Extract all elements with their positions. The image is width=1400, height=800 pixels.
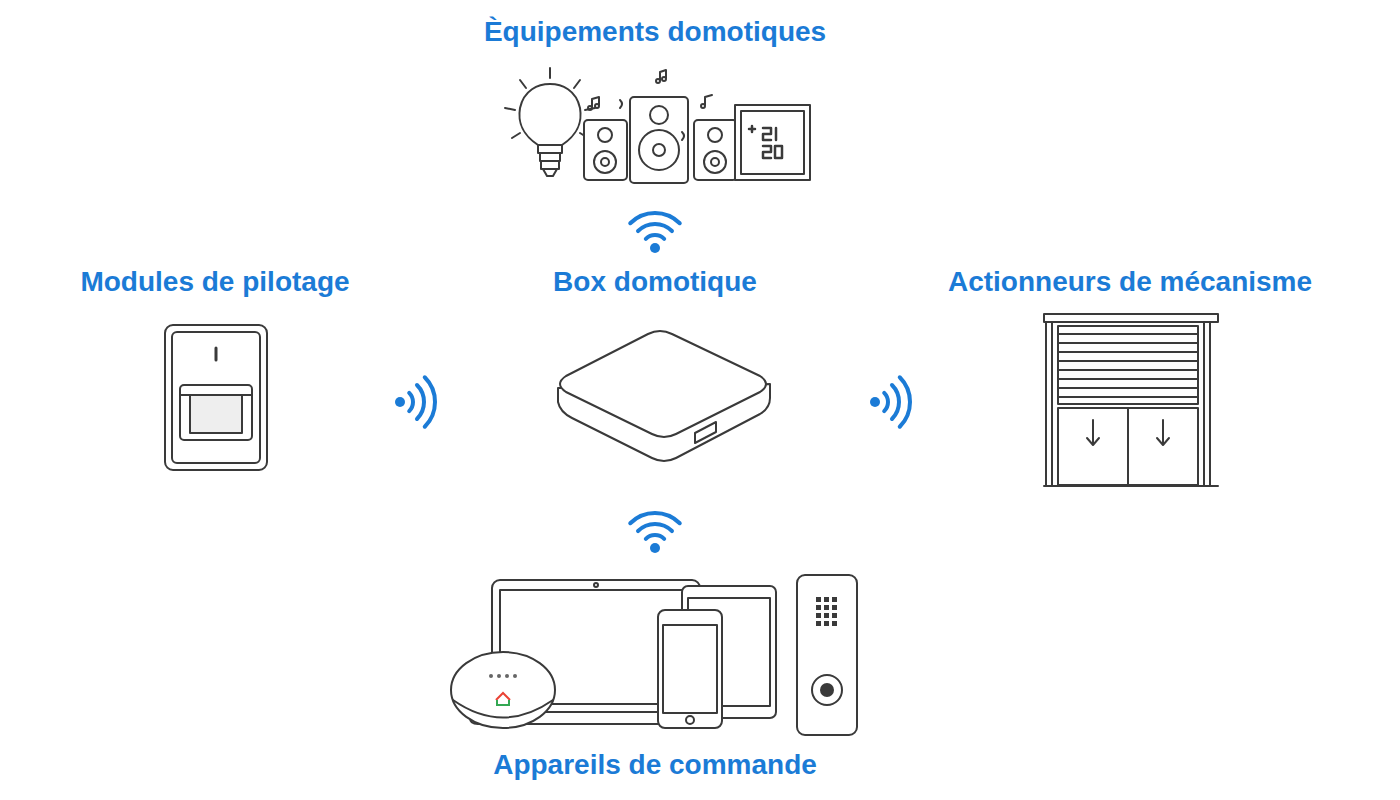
signal-icon xyxy=(630,213,679,253)
signal-arc xyxy=(638,524,672,531)
signal-arc xyxy=(630,513,679,523)
shutter-slat xyxy=(1058,333,1198,335)
signal-icon xyxy=(870,377,910,426)
shutter-slat xyxy=(1058,378,1198,380)
signal-arc xyxy=(630,213,679,223)
signal-arc xyxy=(884,393,888,411)
keypad-key xyxy=(824,621,829,626)
shutter-slat xyxy=(1058,396,1198,398)
signal-icon xyxy=(630,513,679,553)
keypad-key xyxy=(816,613,821,618)
keypad-key xyxy=(832,621,837,626)
signal-dot xyxy=(395,397,405,407)
keypad-key xyxy=(832,597,837,602)
shutter-slat xyxy=(1058,387,1198,389)
signal-arc xyxy=(892,385,899,419)
group-heading: Box domotique xyxy=(553,265,757,299)
group-heading: Appareils de commande xyxy=(493,748,817,782)
signal-dot xyxy=(870,397,880,407)
shutter-slat xyxy=(1058,351,1198,353)
keypad-key xyxy=(816,605,821,610)
motion-sensor xyxy=(165,325,267,470)
control-devices xyxy=(451,575,857,735)
home-hub xyxy=(558,331,770,461)
signal-arc xyxy=(638,224,672,231)
speakers xyxy=(584,70,737,183)
device-group: Appareils de commande xyxy=(440,565,870,790)
signal-arc xyxy=(646,535,664,539)
device-group: Box domotique xyxy=(530,265,780,480)
keypad-key xyxy=(824,605,829,610)
keypad-key xyxy=(816,621,821,626)
keypad-key xyxy=(816,597,821,602)
keypad-key xyxy=(832,613,837,618)
signal-dot xyxy=(650,243,660,253)
group-heading: Èquipements domotiques xyxy=(484,15,826,49)
shutter-slat xyxy=(1058,342,1198,344)
thermostat xyxy=(735,105,810,180)
signal-arc xyxy=(646,235,664,239)
signal-arc xyxy=(900,377,910,426)
keypad-key xyxy=(824,613,829,618)
signal-arc xyxy=(417,385,424,419)
device-group: Modules de pilotage xyxy=(60,265,370,480)
device-group: Èquipements domotiques xyxy=(480,15,830,190)
shutter-slat xyxy=(1058,369,1198,371)
signal-dot xyxy=(650,543,660,553)
device-group: Actionneurs de mécanisme xyxy=(920,265,1340,490)
roller-shutter xyxy=(1044,314,1218,486)
group-heading: Actionneurs de mécanisme xyxy=(948,265,1312,299)
wireless-signal xyxy=(395,213,910,553)
signal-arc xyxy=(425,377,435,426)
keypad-key xyxy=(824,597,829,602)
shutter-slat xyxy=(1058,360,1198,362)
keypad-key xyxy=(832,605,837,610)
signal-icon xyxy=(395,377,435,426)
group-heading: Modules de pilotage xyxy=(80,265,349,299)
signal-arc xyxy=(409,393,413,411)
light-bulb xyxy=(505,68,595,176)
